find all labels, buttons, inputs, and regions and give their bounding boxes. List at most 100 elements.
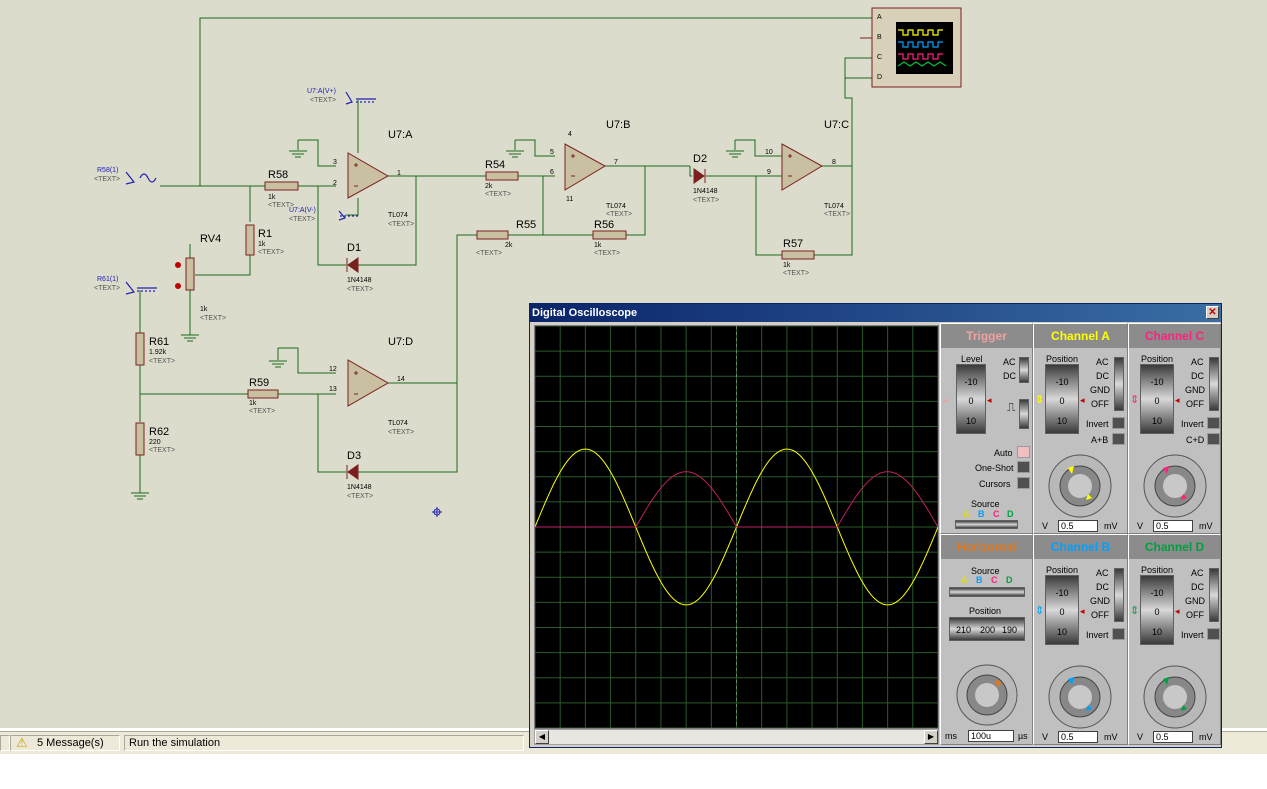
channel-b-coupling-switch[interactable] <box>1114 568 1124 622</box>
channel-a-arrow-icon: ◂ <box>1080 395 1085 405</box>
scroll-right-icon[interactable]: ▶ <box>924 730 938 744</box>
channel-b-invert-label: Invert <box>1086 630 1109 640</box>
r62-value: 220 <box>149 439 161 446</box>
channel-a-tick-mid: 0 <box>1059 396 1065 406</box>
channel-b-volts-field[interactable]: 0.5 <box>1058 731 1098 743</box>
channel-b-tick-top: -10 <box>1055 588 1069 598</box>
channel-a-dc-label: DC <box>1096 371 1109 381</box>
channel-b-volts-dial[interactable] <box>1036 657 1124 729</box>
channel-d-arrow-icon: ◂ <box>1175 606 1180 616</box>
trigger-level-slider[interactable]: -10 0 10 <box>956 364 986 434</box>
scope-pin-c: C <box>877 54 883 61</box>
horizontal-position-slider[interactable]: 210 200 190 <box>949 617 1025 641</box>
u7a-text: <TEXT> <box>388 221 415 228</box>
u7c-pin-minus: 9 <box>767 169 771 176</box>
channel-b-invert-button[interactable] <box>1112 628 1125 640</box>
trigger-source-d: D <box>1007 509 1014 519</box>
trigger-source-a: A <box>963 509 970 519</box>
messages-button[interactable]: ⚠ 5 Message(s) <box>10 735 120 751</box>
channel-a-header: Channel A <box>1034 324 1127 348</box>
status-text: Run the simulation <box>124 735 524 751</box>
trigger-cursors-label: Cursors <box>979 479 1011 489</box>
trigger-header: Trigger <box>941 324 1032 348</box>
horizontal-source-c: C <box>991 575 998 585</box>
channel-d-position-label: Position <box>1141 565 1174 575</box>
channel-c-position-slider[interactable]: -10 0 10 <box>1140 364 1174 434</box>
channel-c-combine-button[interactable] <box>1207 433 1220 445</box>
channel-d-off-label: OFF <box>1186 610 1204 620</box>
horizontal-source-d: D <box>1006 575 1013 585</box>
channel-b-position-slider[interactable]: -10 0 10 <box>1045 575 1079 645</box>
r59-value: 1k <box>249 400 257 407</box>
horizontal-scrollbar[interactable]: ◀ ▶ <box>534 729 939 745</box>
u7c-pin-out: 8 <box>832 159 836 166</box>
trigger-level-label: Level <box>961 354 983 364</box>
channel-c-arrow-icon: ◂ <box>1175 395 1180 405</box>
horizontal-panel: Horizontal Source A B C D Position 210 2… <box>940 534 1033 745</box>
channel-c-invert-button[interactable] <box>1207 417 1220 429</box>
u7b-ref: U7:B <box>606 119 631 131</box>
hpos-tick-200: 200 <box>980 625 996 635</box>
trigger-source-slider[interactable] <box>955 520 1018 529</box>
channel-a-invert-button[interactable] <box>1112 417 1125 429</box>
channel-d-ac-label: AC <box>1191 568 1204 578</box>
channel-a-unit-right: mV <box>1104 521 1118 531</box>
r54-ref: R54 <box>485 159 506 171</box>
r61-text: <TEXT> <box>149 358 176 365</box>
channel-a-position-label: Position <box>1046 354 1079 364</box>
scroll-left-icon[interactable]: ◀ <box>535 730 549 744</box>
trigger-auto-button[interactable] <box>1017 446 1030 458</box>
channel-d-volts-field[interactable]: 0.5 <box>1153 731 1193 743</box>
scope-display <box>534 325 939 729</box>
channel-b-unit-left: V <box>1042 732 1049 742</box>
channel-c-coupling-switch[interactable] <box>1209 357 1219 411</box>
r59-ref: R59 <box>249 377 270 389</box>
channel-a-volts-dial[interactable] <box>1036 446 1124 518</box>
channel-d-header: Channel D <box>1129 535 1220 559</box>
channel-a-position-slider[interactable]: -10 0 10 <box>1045 364 1079 434</box>
d3-ref: D3 <box>347 450 362 462</box>
timebase-dial[interactable] <box>945 655 1029 729</box>
horizontal-source-slider[interactable] <box>949 587 1025 597</box>
channel-a-off-label: OFF <box>1091 399 1109 409</box>
channel-c-unit-right: mV <box>1199 521 1213 531</box>
warning-icon: ⚠ <box>16 735 28 750</box>
channel-d-position-slider[interactable]: -10 0 10 <box>1140 575 1174 645</box>
hpos-tick-210: 210 <box>956 625 972 635</box>
trigger-oneshot-button[interactable] <box>1017 461 1030 473</box>
u7b-pin-out: 7 <box>614 159 618 166</box>
u7c-ref: U7:C <box>824 119 850 131</box>
channel-a-coupling-switch[interactable] <box>1114 357 1124 411</box>
oscilloscope-window[interactable]: Digital Oscilloscope ✕ ◀ ▶ Trigger Level… <box>529 303 1222 748</box>
u7d-text: <TEXT> <box>388 429 415 436</box>
trigger-edge-switch[interactable] <box>1019 399 1029 429</box>
channel-c-volts-field[interactable]: 0.5 <box>1153 520 1193 532</box>
channel-d-coupling-switch[interactable] <box>1209 568 1219 622</box>
trigger-panel: Trigger Level -10 0 10 ▸ ◂ AC DC ⎍ Auto … <box>940 323 1033 534</box>
channel-d-dc-label: DC <box>1191 582 1204 592</box>
channel-c-tick-mid: 0 <box>1154 396 1160 406</box>
trigger-coupling-switch[interactable] <box>1019 357 1029 383</box>
channel-a-invert-label: Invert <box>1086 419 1109 429</box>
trigger-tick-top: -10 <box>964 377 978 387</box>
probe-vminus-text: <TEXT> <box>289 216 316 223</box>
oscilloscope-titlebar[interactable]: Digital Oscilloscope <box>530 304 1221 322</box>
channel-d-volts-dial[interactable] <box>1131 657 1219 729</box>
channel-a-volts-field[interactable]: 0.5 <box>1058 520 1098 532</box>
trigger-cursors-button[interactable] <box>1017 477 1030 489</box>
d2-text: <TEXT> <box>693 197 720 204</box>
channel-c-ac-label: AC <box>1191 357 1204 367</box>
close-icon[interactable]: ✕ <box>1206 306 1219 319</box>
r1-ref: R1 <box>258 228 273 240</box>
channel-a-combine-button[interactable] <box>1112 433 1125 445</box>
channel-c-volts-dial[interactable] <box>1131 446 1219 518</box>
u7d-pin-minus: 13 <box>329 386 337 393</box>
timebase-value-field[interactable]: 100u <box>968 730 1014 742</box>
r57-ref: R57 <box>783 238 804 250</box>
channel-b-header: Channel B <box>1034 535 1127 559</box>
channel-b-unit-right: mV <box>1104 732 1118 742</box>
channel-d-invert-button[interactable] <box>1207 628 1220 640</box>
scope-pin-a: A <box>877 14 882 21</box>
